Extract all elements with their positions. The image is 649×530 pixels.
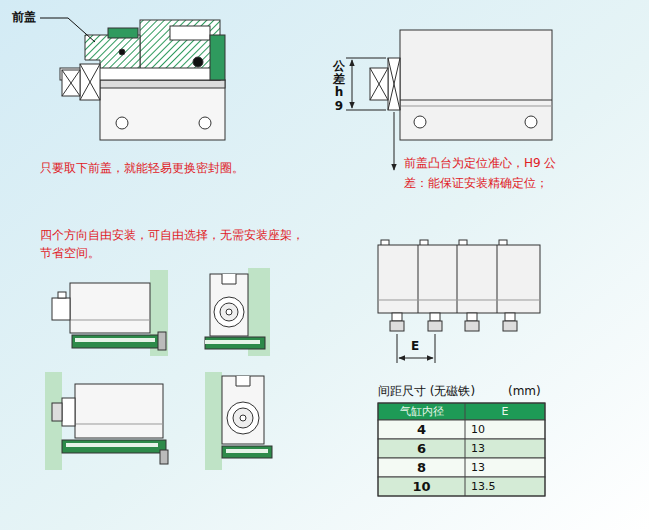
table-cell: 10 <box>378 477 465 496</box>
spacing-table <box>378 403 545 496</box>
table-header: E <box>465 403 545 420</box>
note: 前盖凸台为定位准心，H9 公差：能保证安装精确定位； <box>404 153 572 193</box>
table-title: 间距尺寸 (无磁铁) <box>378 384 475 400</box>
cover-section <box>60 20 225 140</box>
note: 只要取下前盖，就能轻易更换密封圈。 <box>40 158 244 178</box>
dimension-label: E <box>411 339 419 355</box>
part-name: 前盖 <box>12 10 36 26</box>
table-unit: (mm) <box>508 384 541 400</box>
mount-end-left-wall <box>205 372 272 470</box>
note: 四个方向自由安装，可自由选择，无需安装座架，节省空间。 <box>40 226 310 262</box>
dimension-e <box>397 334 435 363</box>
cylinder-side-view <box>370 30 552 140</box>
dimension-label: 公差h9 <box>333 60 345 113</box>
table-cell: 10 <box>465 420 545 439</box>
mount-end-right-wall <box>205 268 270 356</box>
table-cell: 8 <box>378 458 465 477</box>
table-header: 气缸内径 <box>378 403 465 420</box>
dimension-h9 <box>346 58 394 170</box>
table-cell: 13.5 <box>465 477 545 496</box>
table-cell: 6 <box>378 439 465 458</box>
cylinder-row <box>378 240 540 331</box>
mount-side-left-wall <box>45 372 168 470</box>
table-cell: 4 <box>378 420 465 439</box>
leader-line <box>40 18 95 42</box>
table-cell: 13 <box>465 439 545 458</box>
table-cell: 13 <box>465 458 545 477</box>
mount-side-right-wall <box>52 270 168 356</box>
